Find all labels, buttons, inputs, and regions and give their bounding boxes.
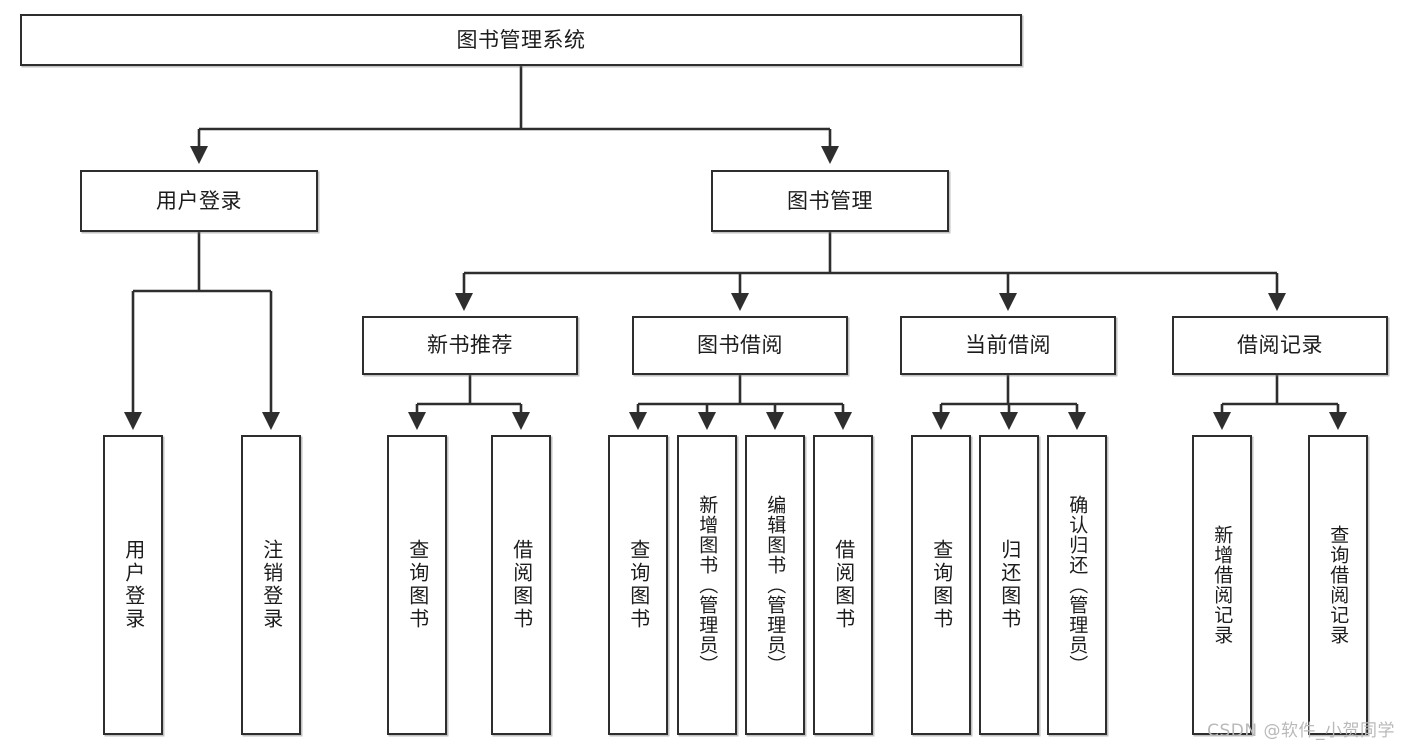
leaf-bookborrow-borrow-book[interactable]: 借阅图书 [813,435,873,735]
leaf-currentborrow-return-book-label: 归还图书 [997,539,1022,631]
leaf-currentborrow-return-book[interactable]: 归还图书 [979,435,1039,735]
node-root[interactable]: 图书管理系统 [20,14,1022,66]
watermark-text: CSDN @软件_小贺同学 [1207,721,1395,741]
node-book-borrow-label: 图书借阅 [697,333,783,358]
node-book-management-label: 图书管理 [787,188,873,213]
leaf-user-login[interactable]: 用户登录 [103,435,163,735]
node-user-login[interactable]: 用户登录 [80,170,318,232]
leaf-newbook-query-book-label: 查询图书 [405,539,430,631]
node-new-book-recommend-label: 新书推荐 [427,333,513,358]
leaf-currentborrow-confirm-return-label: 确认归还（管理员） [1066,495,1089,675]
leaf-logout[interactable]: 注销登录 [241,435,301,735]
leaf-currentborrow-query-book-label: 查询图书 [929,539,954,631]
leaf-bookborrow-add-book-label: 新增图书（管理员） [696,495,719,675]
node-new-book-recommend[interactable]: 新书推荐 [362,316,578,375]
leaf-newbook-borrow-book[interactable]: 借阅图书 [491,435,551,735]
leaf-borrowrecord-query-record-label: 查询借阅记录 [1327,525,1350,645]
leaf-bookborrow-borrow-book-label: 借阅图书 [831,539,856,631]
node-book-borrow[interactable]: 图书借阅 [632,316,848,375]
leaf-bookborrow-add-book[interactable]: 新增图书（管理员） [677,435,737,735]
node-borrow-record-label: 借阅记录 [1237,333,1323,358]
leaf-currentborrow-confirm-return[interactable]: 确认归还（管理员） [1047,435,1107,735]
node-current-borrow-label: 当前借阅 [965,333,1051,358]
node-root-label: 图书管理系统 [456,27,586,52]
leaf-newbook-borrow-book-label: 借阅图书 [509,539,534,631]
leaf-newbook-query-book[interactable]: 查询图书 [387,435,447,735]
node-book-management[interactable]: 图书管理 [711,170,949,232]
node-user-login-label: 用户登录 [156,188,242,213]
leaf-logout-label: 注销登录 [259,539,284,631]
node-current-borrow[interactable]: 当前借阅 [900,316,1116,375]
leaf-bookborrow-query-book-label: 查询图书 [626,539,651,631]
leaf-currentborrow-query-book[interactable]: 查询图书 [911,435,971,735]
leaf-borrowrecord-query-record[interactable]: 查询借阅记录 [1308,435,1368,735]
leaf-borrowrecord-add-record[interactable]: 新增借阅记录 [1192,435,1252,735]
node-borrow-record[interactable]: 借阅记录 [1172,316,1388,375]
leaf-bookborrow-edit-book[interactable]: 编辑图书（管理员） [745,435,805,735]
leaf-bookborrow-edit-book-label: 编辑图书（管理员） [764,495,787,675]
leaf-borrowrecord-add-record-label: 新增借阅记录 [1211,525,1234,645]
leaf-bookborrow-query-book[interactable]: 查询图书 [608,435,668,735]
leaf-user-login-label: 用户登录 [121,539,146,631]
